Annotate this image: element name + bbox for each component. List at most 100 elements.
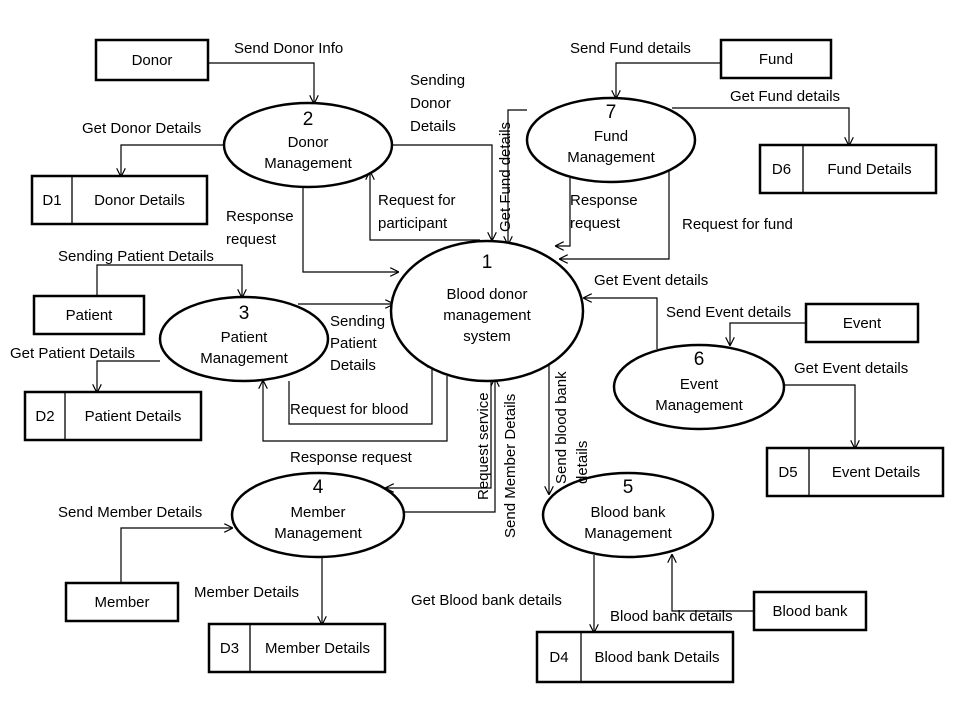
flow-label-line: Request service	[475, 392, 492, 500]
flow-label-line: Response	[570, 192, 638, 209]
process-number: 6	[694, 349, 705, 370]
flow-arrow-9	[556, 178, 571, 246]
datastore-name: Member Details	[265, 640, 370, 657]
flow-label-line: Request for fund	[682, 216, 793, 233]
process-label: Management	[655, 397, 743, 414]
datastore-name: Event Details	[832, 464, 920, 481]
process-number: 3	[239, 303, 250, 324]
flow-label-line: request	[570, 215, 621, 232]
process-label: Management	[200, 350, 288, 367]
process-label: Blood donor	[447, 286, 528, 303]
flow-label-line: Send Member Details	[58, 504, 202, 521]
entity-label: Member	[94, 594, 149, 611]
flow-label-f7: Send Fund details	[570, 40, 691, 57]
datastore-name: Donor Details	[94, 192, 185, 209]
process-label: Management	[567, 149, 655, 166]
flow-arrow-18	[783, 384, 855, 448]
flow-label-line: Get Patient Details	[10, 345, 135, 362]
flow-label-f23: Member Details	[194, 584, 299, 601]
datastore-box	[30, 174, 209, 226]
flow-arrow-16	[584, 298, 658, 349]
flow-label-line: Send Event details	[666, 304, 791, 321]
flow-label-line: Get Fund details	[730, 88, 840, 105]
process-label: Event	[680, 376, 719, 393]
flow-label-line: participant	[378, 215, 448, 232]
flow-label-f18: Get Event details	[794, 360, 908, 377]
flow-label-f10: Request for fund	[682, 216, 793, 233]
process-label: Management	[584, 525, 672, 542]
flow-label-line: Request for blood	[290, 401, 408, 418]
datastore-code: D6	[772, 161, 791, 178]
flow-arrow-12	[97, 360, 160, 392]
flow-label-f20: Send Member Details	[502, 394, 519, 538]
flow-label-f2: Get Donor Details	[82, 120, 201, 137]
process-number: 2	[303, 109, 314, 130]
process-number: 7	[606, 102, 617, 123]
datastore-box	[23, 390, 203, 442]
process-number: 4	[313, 477, 324, 498]
flow-arrow-6	[508, 109, 527, 244]
flow-label-f15: Response request	[290, 449, 413, 466]
flow-label-line: Response request	[290, 449, 413, 466]
flow-label-line: Get Fund details	[497, 122, 514, 232]
datastore-box	[758, 143, 938, 195]
process-label: Management	[274, 525, 362, 542]
flow-arrow-15	[263, 376, 448, 442]
flow-arrow-4	[370, 172, 480, 241]
entity-box	[719, 38, 833, 80]
flow-label-line: Sending	[410, 72, 465, 89]
flow-arrow-14	[288, 360, 432, 425]
flow-label-line: Blood bank details	[610, 608, 733, 625]
flow-label-line: Sending Patient Details	[58, 248, 214, 265]
flow-label-f14: Request for blood	[290, 401, 408, 418]
flow-label-f19: Request service	[475, 392, 492, 500]
process-label: Patient	[221, 329, 269, 346]
process-ellipse	[525, 96, 697, 184]
flow-label-line: Response	[226, 208, 294, 225]
flow-label-f1: Send Donor Info	[234, 40, 343, 57]
datastore-code: D2	[35, 408, 54, 425]
flow-label-line: Send Fund details	[570, 40, 691, 57]
entity-event: Event	[804, 302, 920, 344]
flow-arrow-19	[386, 381, 492, 488]
flow-arrow-7	[616, 62, 721, 98]
flow-arrow-10	[560, 168, 670, 259]
flow-arrow-1	[208, 62, 314, 103]
flow-label-line: Sending	[330, 313, 385, 330]
datastore-box	[765, 446, 945, 498]
process-label: Management	[264, 155, 352, 172]
flow-label-line: Member Details	[194, 584, 299, 601]
process-label: management	[443, 307, 531, 324]
flow-arrow-2	[121, 144, 224, 176]
process-label: Blood bank	[590, 504, 666, 521]
entity-bloodbank: Blood bank	[752, 590, 868, 632]
datastore-code: D4	[549, 649, 568, 666]
entity-box	[64, 581, 180, 623]
flow-arrow-20	[403, 379, 495, 513]
flow-label-line: Details	[410, 118, 456, 135]
datastore-name: Blood bank Details	[594, 649, 719, 666]
entity-fund: Fund	[719, 38, 833, 80]
flow-label-f16: Get Event details	[594, 272, 708, 289]
process-ellipse	[389, 239, 585, 383]
entity-box	[94, 38, 210, 82]
entity-box	[752, 590, 868, 632]
flow-label-line: Send Donor Info	[234, 40, 343, 57]
flow-arrow-22	[120, 528, 232, 583]
flow-arrow-11	[96, 264, 242, 297]
flow-label-f25: Blood bank details	[610, 608, 733, 625]
